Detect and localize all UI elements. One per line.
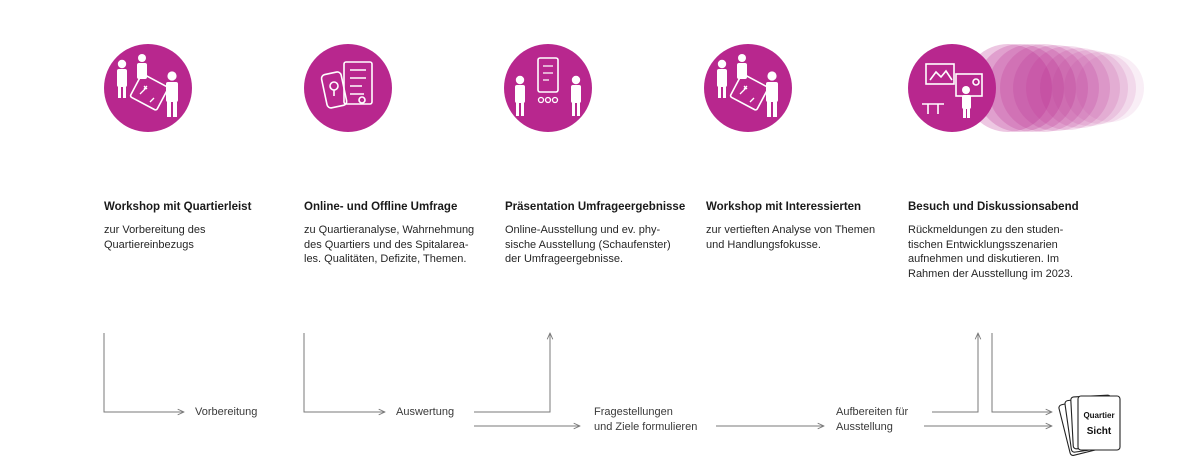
survey-phone-form-icon [304,44,392,132]
step-description: zur vertieften Analyse von Themen und Ha… [706,224,876,251]
connector-5-down [991,333,1052,412]
end-card-line2: Sicht [1087,426,1112,437]
step-title: Präsentation Umfrageergebnisse [505,201,686,213]
connector-3-up [474,333,550,413]
flow-label-auswertung: Auswertung [396,406,455,418]
step-3: Präsentation Umfrageergebnisse Online-Au… [505,200,695,267]
step-title: Workshop mit Interessierten [706,201,862,213]
step-description: Rückmeldungen zu den studen- tischen Ent… [908,224,1074,280]
step-4: Workshop mit Interessierten zur vertieft… [706,200,896,252]
fade-rings [964,44,1144,132]
step-2: Online- und Offline Umfrage zu Quartiera… [304,200,494,267]
step-title: Besuch und Diskussionsabend [908,201,1079,213]
flow-label-aufbereiten: Aufbereiten für Ausstellung [836,406,909,433]
step-description: zur Vorbereitung des Quartiereinbezugs [104,224,206,251]
connector-2 [303,333,385,412]
step-description: Online-Ausstellung und ev. phy- sische A… [505,224,671,265]
connector-5-up [932,333,978,413]
step-5: Besuch und Diskussionsabend Rückmeldunge… [908,200,1098,281]
flow-label-fragestellungen: Fragestellungen und Ziele formulieren [594,406,698,433]
presentation-board-icon [504,44,592,132]
flow-label-vorbereitung: Vorbereitung [195,406,258,418]
workshop-group-map-icon [104,44,192,132]
exhibition-visit-icon [908,44,996,132]
step-1: Workshop mit Quartierleist zur Vorbereit… [104,200,294,252]
step-title: Online- und Offline Umfrage [304,201,458,213]
end-card-line1: Quartier [1083,411,1114,420]
connector-1 [103,333,184,412]
step-description: zu Quartieranalyse, Wahrnehmung des Quar… [304,224,475,265]
workshop-group-map-icon [704,44,792,132]
step-title: Workshop mit Quartierleist [104,201,252,213]
